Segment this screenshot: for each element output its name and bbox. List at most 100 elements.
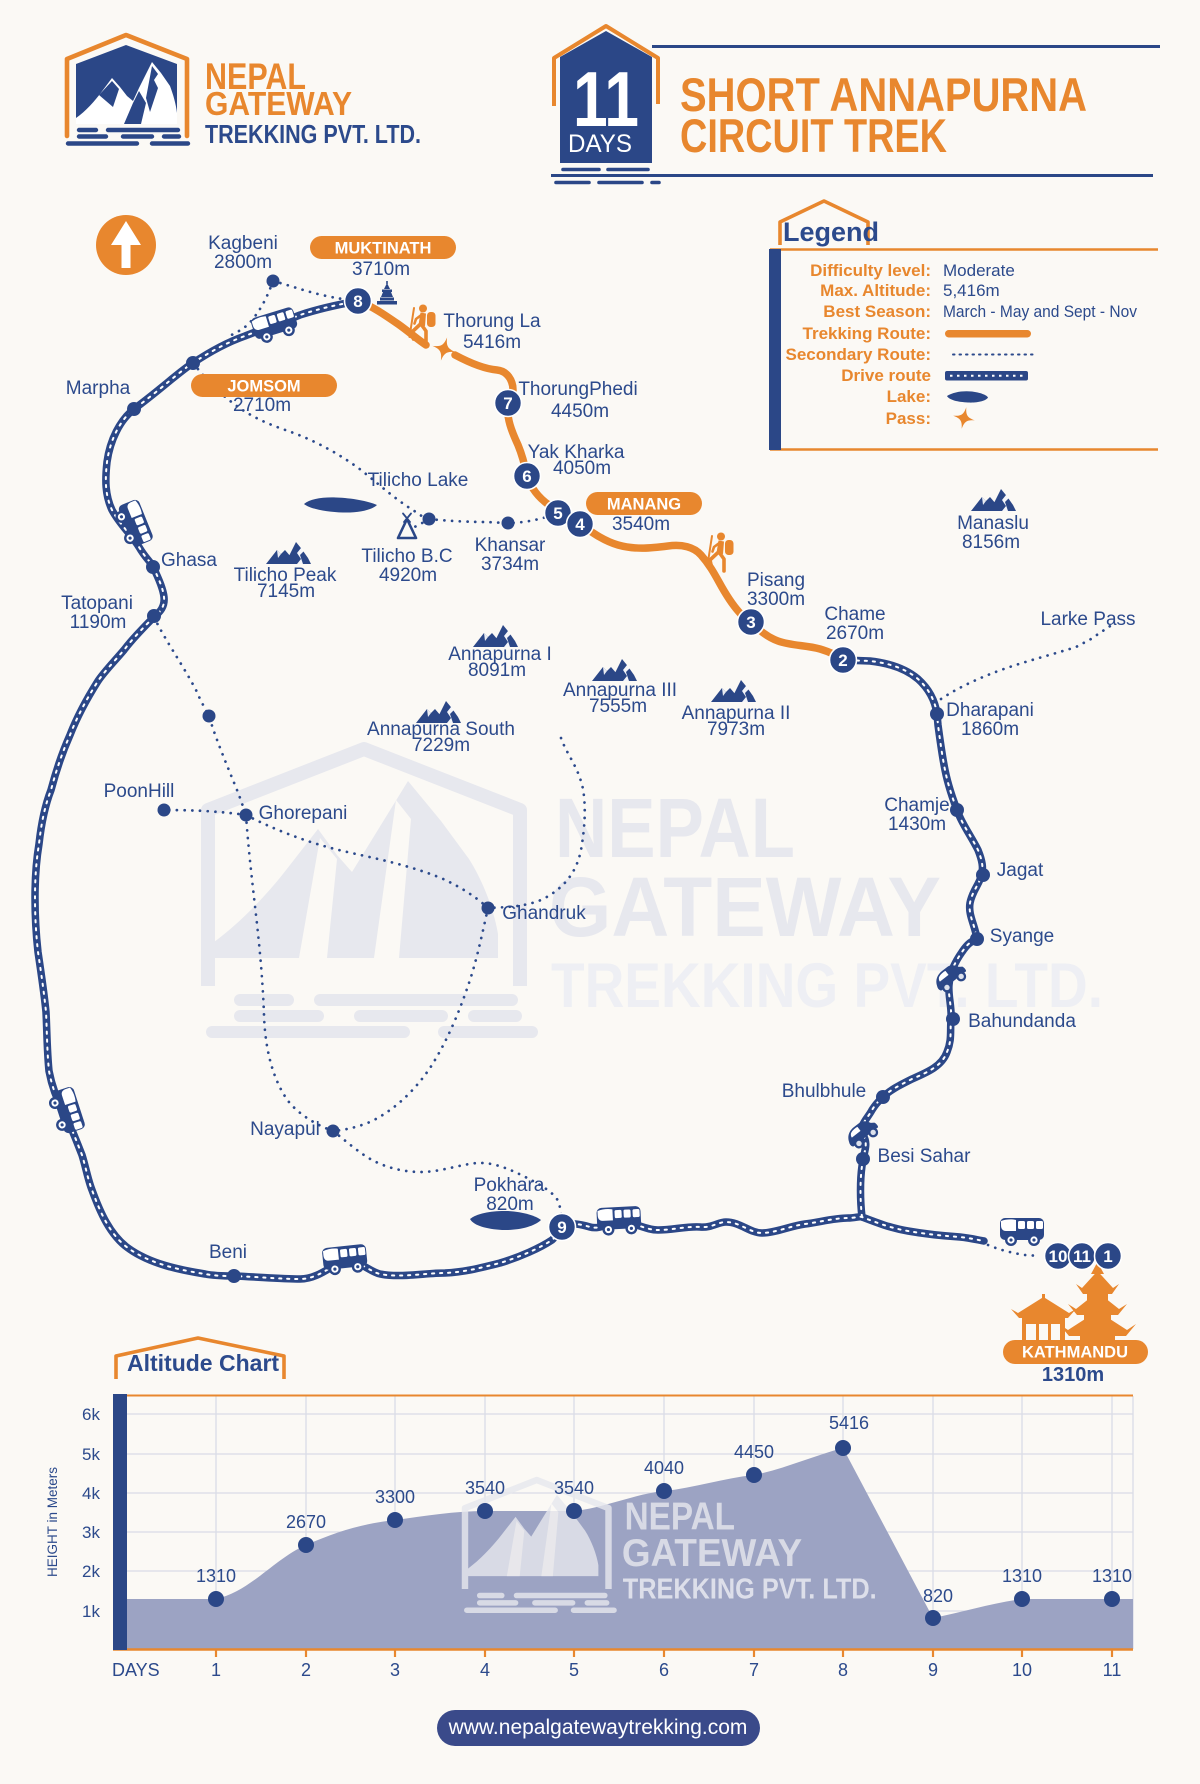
svg-text:www.nepalgatewaytrekking.com: www.nepalgatewaytrekking.com (448, 1716, 748, 1739)
svg-text:9: 9 (557, 1218, 566, 1237)
svg-text:7: 7 (503, 394, 512, 413)
svg-text:Max. Altitude:: Max. Altitude: (820, 281, 931, 300)
svg-text:Yak Kharka: Yak Kharka (528, 442, 625, 463)
svg-text:7: 7 (749, 1660, 759, 1680)
svg-text:2800m: 2800m (214, 252, 272, 273)
svg-text:Pass:: Pass: (886, 409, 931, 428)
svg-text:4920m: 4920m (379, 565, 437, 586)
svg-text:3: 3 (746, 613, 755, 632)
svg-text:6k: 6k (82, 1405, 100, 1424)
svg-text:2: 2 (301, 1660, 311, 1680)
svg-text:CIRCUIT TREK: CIRCUIT TREK (680, 109, 947, 162)
svg-text:8091m: 8091m (468, 660, 526, 681)
svg-text:ThorungPhedi: ThorungPhedi (518, 379, 637, 400)
svg-text:Ghorepani: Ghorepani (259, 803, 348, 824)
svg-text:MANANG: MANANG (607, 496, 681, 514)
svg-text:4450m: 4450m (551, 401, 609, 422)
svg-text:Ghandruk: Ghandruk (502, 903, 586, 924)
svg-text:Trekking Route:: Trekking Route: (803, 324, 931, 343)
svg-text:2670m: 2670m (826, 623, 884, 644)
svg-text:1310: 1310 (1092, 1566, 1132, 1586)
svg-text:Tilicho Peak: Tilicho Peak (234, 565, 337, 586)
svg-text:2710m: 2710m (233, 395, 291, 416)
svg-text:1190m: 1190m (70, 612, 127, 633)
svg-text:7229m: 7229m (412, 735, 470, 756)
svg-text:1k: 1k (82, 1602, 100, 1621)
svg-text:SHORT ANNAPURNA: SHORT ANNAPURNA (680, 68, 1087, 121)
svg-text:8: 8 (353, 292, 362, 311)
svg-text:Lake:: Lake: (887, 387, 931, 406)
svg-text:3300: 3300 (375, 1487, 415, 1507)
svg-text:JOMSOM: JOMSOM (227, 378, 300, 396)
svg-text:Besi Sahar: Besi Sahar (878, 1146, 972, 1167)
svg-text:Legend: Legend (783, 217, 879, 247)
svg-text:2670: 2670 (286, 1512, 326, 1532)
svg-text:7555m: 7555m (589, 696, 647, 717)
svg-text:10: 10 (1049, 1247, 1068, 1266)
svg-text:5: 5 (553, 504, 562, 523)
svg-text:4450: 4450 (734, 1442, 774, 1462)
svg-text:5: 5 (569, 1660, 579, 1680)
svg-text:1: 1 (1103, 1247, 1112, 1266)
svg-text:Annapurna III: Annapurna III (563, 680, 677, 701)
svg-text:5416: 5416 (829, 1413, 869, 1433)
svg-text:Bahundanda: Bahundanda (968, 1011, 1076, 1032)
svg-text:11: 11 (573, 55, 639, 143)
svg-text:6: 6 (659, 1660, 669, 1680)
svg-text:Tatopani: Tatopani (61, 593, 133, 614)
svg-text:4: 4 (480, 1660, 490, 1680)
svg-text:1860m: 1860m (961, 719, 1019, 740)
svg-text:MUKTINATH: MUKTINATH (335, 240, 432, 258)
svg-text:5416m: 5416m (463, 332, 521, 353)
svg-text:3734m: 3734m (481, 554, 539, 575)
svg-text:Chame: Chame (824, 604, 885, 625)
svg-text:Nayapul: Nayapul (250, 1119, 320, 1140)
svg-text:4: 4 (575, 515, 585, 534)
svg-text:7973m: 7973m (707, 719, 765, 740)
svg-text:Moderate: Moderate (943, 261, 1015, 280)
svg-text:Difficulty level:: Difficulty level: (810, 261, 931, 280)
svg-text:Thorung La: Thorung La (443, 311, 541, 332)
svg-text:Kagbeni: Kagbeni (208, 233, 278, 254)
svg-text:2k: 2k (82, 1562, 100, 1581)
svg-text:4k: 4k (82, 1484, 100, 1503)
svg-text:NEPAL: NEPAL (205, 56, 306, 97)
svg-text:3: 3 (390, 1660, 400, 1680)
svg-text:PoonHill: PoonHill (104, 781, 175, 802)
svg-text:1: 1 (211, 1660, 221, 1680)
svg-text:3k: 3k (82, 1523, 100, 1542)
svg-text:2: 2 (838, 651, 847, 670)
svg-text:1430m: 1430m (888, 814, 946, 835)
svg-text:Tilicho B.C: Tilicho B.C (361, 546, 452, 567)
svg-text:10: 10 (1012, 1660, 1032, 1680)
svg-text:5k: 5k (82, 1445, 100, 1464)
svg-text:3540m: 3540m (612, 514, 670, 535)
svg-text:3710m: 3710m (352, 259, 410, 280)
svg-text:Pisang: Pisang (747, 570, 805, 591)
svg-text:1310: 1310 (196, 1566, 236, 1586)
svg-text:Marpha: Marpha (66, 378, 131, 399)
svg-text:Annapurna South: Annapurna South (367, 719, 515, 740)
svg-text:4050m: 4050m (553, 458, 611, 479)
svg-text:Tilicho Lake: Tilicho Lake (368, 470, 469, 491)
svg-text:Jagat: Jagat (997, 860, 1044, 881)
svg-text:Khansar: Khansar (475, 535, 546, 556)
svg-text:Larke Pass: Larke Pass (1040, 609, 1135, 630)
svg-text:March - May and Sept - Nov: March - May and Sept - Nov (943, 302, 1137, 321)
svg-text:Secondary Route:: Secondary Route: (786, 345, 931, 364)
svg-text:GATEWAY: GATEWAY (205, 85, 352, 122)
svg-text:Beni: Beni (209, 1242, 247, 1263)
svg-text:DAYS: DAYS (112, 1660, 160, 1680)
svg-text:820: 820 (923, 1586, 953, 1606)
svg-text:Drive route: Drive route (841, 366, 931, 385)
svg-text:6: 6 (522, 467, 531, 486)
svg-text:Syange: Syange (990, 926, 1054, 947)
svg-text:KATHMANDU: KATHMANDU (1022, 1344, 1128, 1362)
svg-text:Best Season:: Best Season: (823, 302, 931, 321)
svg-text:1310: 1310 (1002, 1566, 1042, 1586)
svg-text:Chamje: Chamje (884, 795, 949, 816)
svg-text:7145m: 7145m (257, 581, 315, 602)
svg-text:9: 9 (928, 1660, 938, 1680)
svg-text:4040: 4040 (644, 1458, 684, 1478)
svg-text:8: 8 (838, 1660, 848, 1680)
